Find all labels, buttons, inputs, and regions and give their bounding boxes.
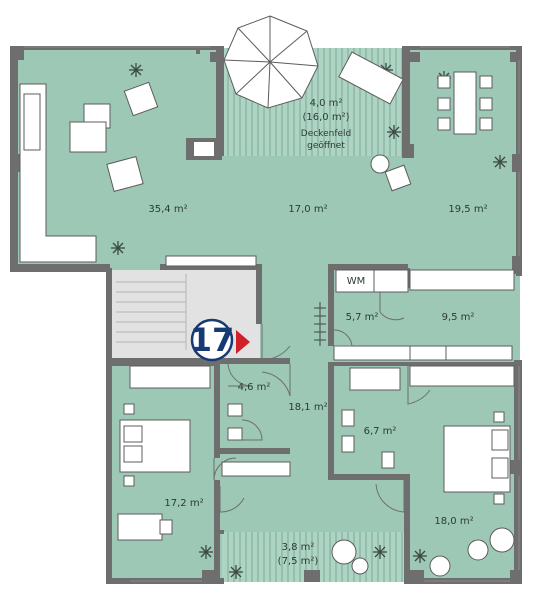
pillow-left xyxy=(123,425,143,443)
pillow-right-a xyxy=(491,429,509,451)
area-loggia-bottom-alt: (7,5 m²) xyxy=(278,556,319,567)
dining-table xyxy=(437,71,493,135)
note-geoeffnet: geöffnet xyxy=(307,141,345,151)
nightstand-left-b xyxy=(123,475,135,487)
label-wm: WM xyxy=(347,276,366,287)
armchair-b xyxy=(106,155,144,193)
sideboard xyxy=(165,255,257,267)
unit-number-badge xyxy=(190,318,234,362)
area-wc: 4,6 m² xyxy=(238,382,271,393)
parasol-icon xyxy=(223,15,319,109)
round-stool xyxy=(370,154,390,174)
kitchen-island xyxy=(409,269,515,291)
area-wm-room: 5,7 m² xyxy=(346,312,379,323)
wardrobe-left xyxy=(129,365,211,389)
pillow-right-b xyxy=(491,457,509,479)
columns xyxy=(14,50,522,582)
area-loggia-top-alt: (16,0 m²) xyxy=(303,112,350,123)
desk-chair-left xyxy=(159,519,173,535)
area-loggia-top: 4,0 m² xyxy=(310,98,343,109)
area-kitchen: 9,5 m² xyxy=(442,312,475,323)
patio-chair-c xyxy=(429,555,451,577)
bed-right xyxy=(443,425,511,493)
hall-bench xyxy=(221,461,291,477)
area-bath: 6,7 m² xyxy=(364,426,397,437)
wc-sink xyxy=(227,403,243,417)
stair-rack xyxy=(314,302,326,346)
sun-lounger xyxy=(338,51,404,105)
sink xyxy=(409,345,447,361)
nightstand-left-a xyxy=(123,403,135,415)
door-swings xyxy=(213,292,431,513)
area-loggia-bottom: 3,8 m² xyxy=(282,542,315,553)
armchair-a xyxy=(123,81,159,117)
area-hall: 18,1 m² xyxy=(288,402,327,413)
floor-hall-corridor xyxy=(260,270,330,370)
coffee-table-b xyxy=(69,121,107,153)
nightstand-right-b xyxy=(493,493,505,505)
entrance-arrow xyxy=(236,330,250,354)
note-deckenfeld: Deckenfeld xyxy=(301,129,351,139)
bath-cabinet-a xyxy=(341,409,355,427)
staircase xyxy=(116,274,187,350)
windows xyxy=(24,46,520,582)
area-living-left: 35,4 m² xyxy=(148,204,187,215)
patio-chair-d xyxy=(467,539,489,561)
wc-toilet xyxy=(227,427,243,441)
wardrobe-right xyxy=(409,365,515,387)
patio-chair-b xyxy=(351,557,369,575)
area-bedroom-right: 18,0 m² xyxy=(434,516,473,527)
kitchen-counter xyxy=(373,269,409,293)
patio-chair-a xyxy=(331,539,357,565)
desk-left xyxy=(117,513,163,541)
lounge-chair xyxy=(384,164,412,192)
patio-table xyxy=(489,527,515,553)
area-bedroom-left: 17,2 m² xyxy=(164,498,203,509)
bath-cabinet-b xyxy=(341,435,355,453)
pillow-left-b xyxy=(123,445,143,463)
sofa-corner xyxy=(19,83,97,263)
bathtub xyxy=(349,367,401,391)
area-dining: 19,5 m² xyxy=(448,204,487,215)
unit-number: 17 xyxy=(190,321,235,359)
nightstand-right-a xyxy=(493,411,505,423)
area-living-mid: 17,0 m² xyxy=(288,204,327,215)
bath-toilet xyxy=(381,451,395,469)
